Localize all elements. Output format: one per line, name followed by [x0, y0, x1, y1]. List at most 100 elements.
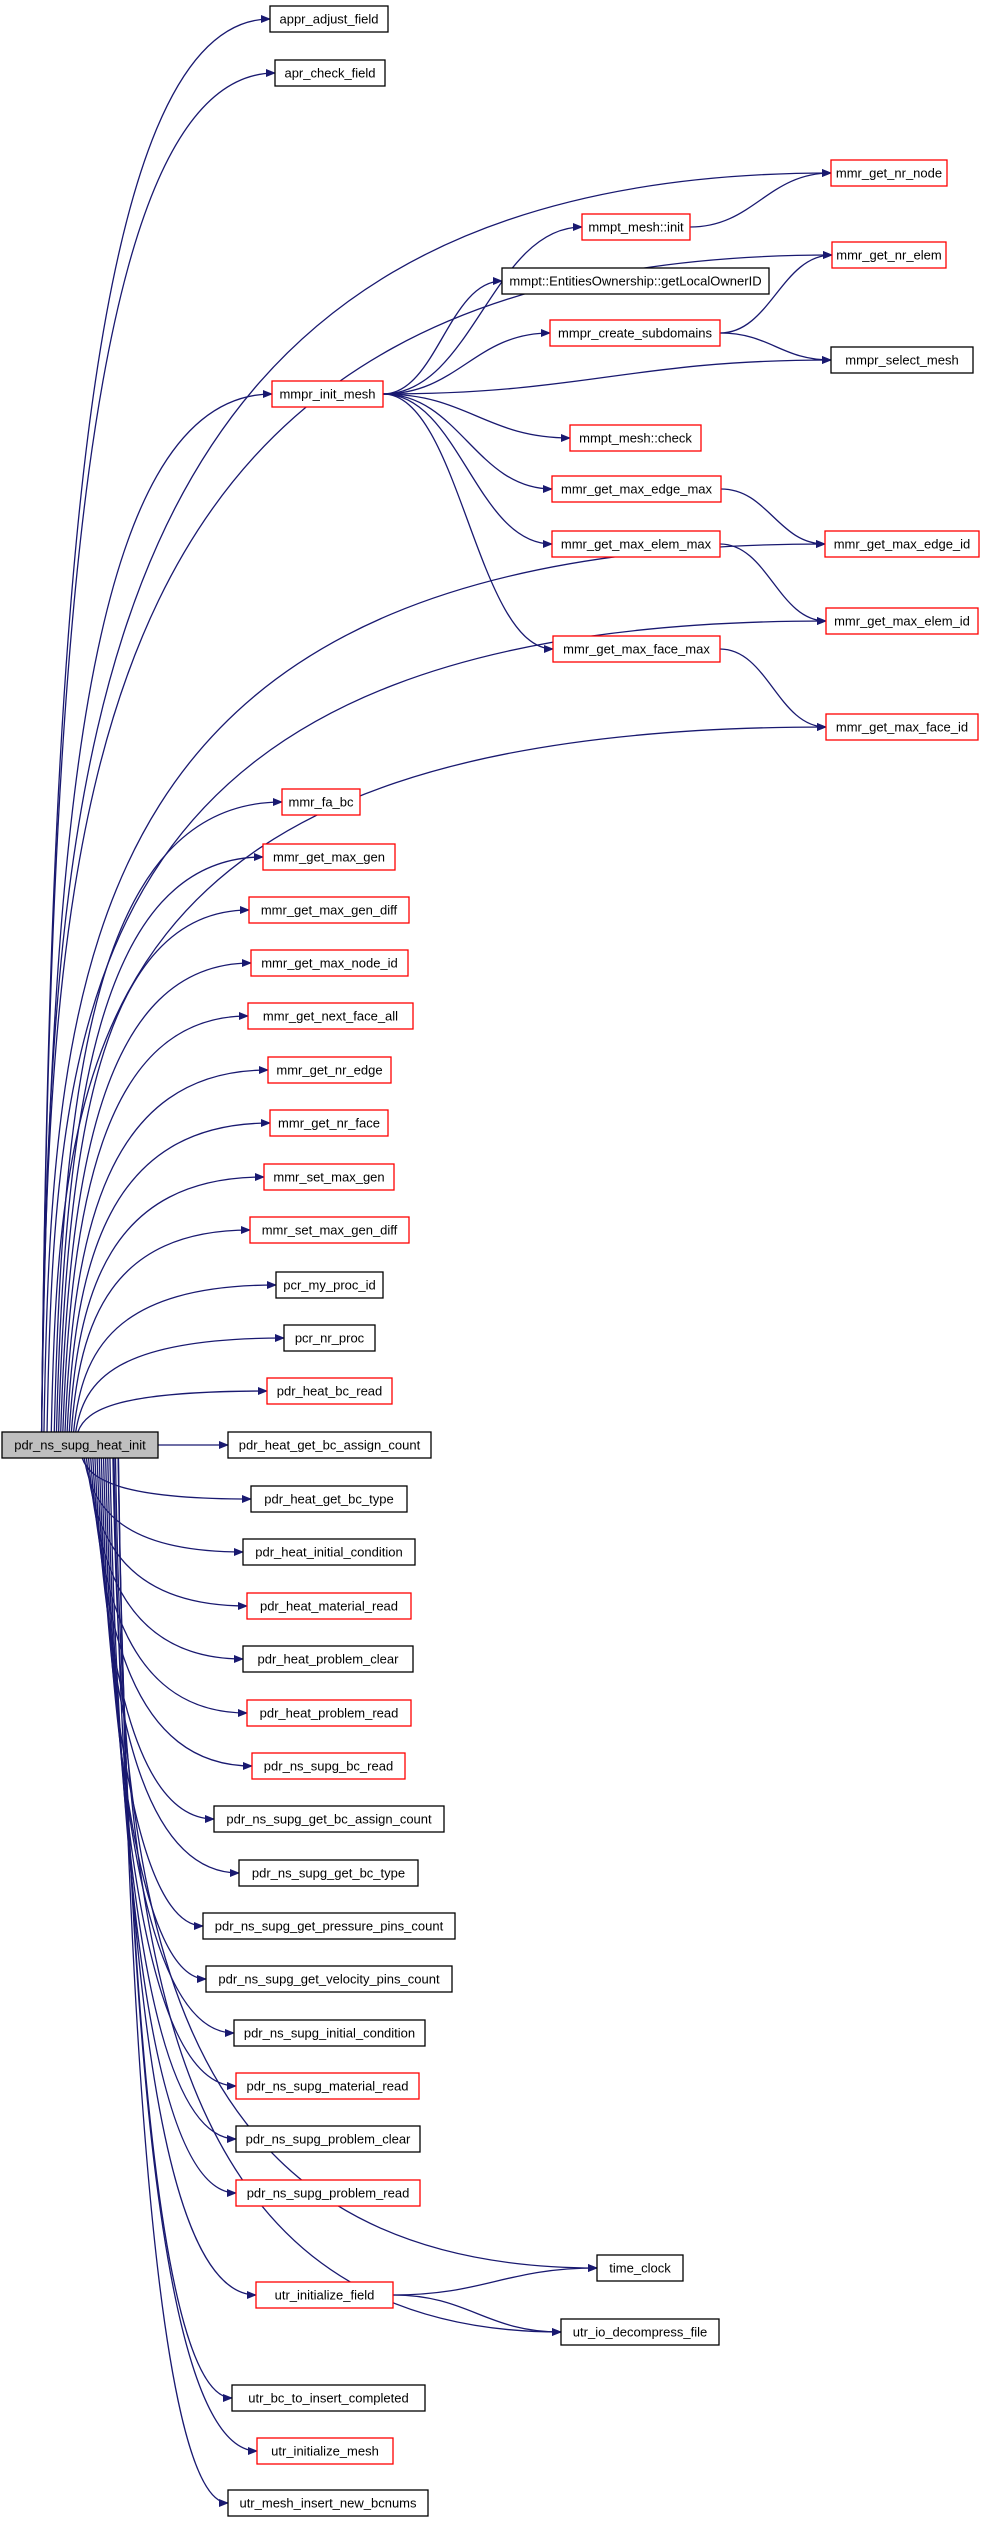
- node-box[interactable]: [1, 1431, 159, 1459]
- node-box[interactable]: [255, 2281, 394, 2309]
- node-utr-mesh-insert-new-bcnums[interactable]: utr_mesh_insert_new_bcnums: [227, 2489, 429, 2517]
- node-mmr-get-max-face-id[interactable]: mmr_get_max_face_id: [825, 713, 979, 741]
- node-box[interactable]: [251, 1752, 406, 1780]
- node-mmr-get-nr-elem[interactable]: mmr_get_nr_elem: [831, 241, 947, 269]
- node-mmr-get-nr-face[interactable]: mmr_get_nr_face: [269, 1109, 389, 1137]
- node-pdr-ns-supg-problem-read[interactable]: pdr_ns_supg_problem_read: [235, 2179, 421, 2207]
- node-box[interactable]: [569, 424, 702, 452]
- node-box[interactable]: [267, 1056, 392, 1084]
- node-pdr-ns-supg-material-read[interactable]: pdr_ns_supg_material_read: [235, 2072, 420, 2100]
- node-pdr-ns-supg-initial-condition[interactable]: pdr_ns_supg_initial_condition: [233, 2019, 426, 2047]
- node-box[interactable]: [581, 213, 691, 241]
- node-entities-ownership[interactable]: mmpt::EntitiesOwnership::getLocalOwnerID: [501, 267, 770, 295]
- node-mmr-get-max-gen-diff[interactable]: mmr_get_max_gen_diff: [248, 896, 410, 924]
- node-box[interactable]: [227, 2489, 429, 2517]
- node-pdr-ns-supg-get-bc-type[interactable]: pdr_ns_supg_get_bc_type: [238, 1859, 419, 1887]
- node-box[interactable]: [275, 1271, 384, 1299]
- node-box[interactable]: [249, 1216, 410, 1244]
- node-box[interactable]: [551, 475, 722, 503]
- node-box[interactable]: [551, 530, 721, 558]
- node-mmr-get-max-face-max[interactable]: mmr_get_max_face_max: [552, 635, 721, 663]
- node-box[interactable]: [235, 2179, 421, 2207]
- node-box[interactable]: [501, 267, 770, 295]
- node-mmpt-mesh-check[interactable]: mmpt_mesh::check: [569, 424, 702, 452]
- node-box[interactable]: [831, 241, 947, 269]
- node-box[interactable]: [830, 159, 948, 187]
- node-box[interactable]: [242, 1538, 416, 1566]
- node-box[interactable]: [825, 607, 979, 635]
- node-box[interactable]: [235, 2125, 421, 2153]
- node-box[interactable]: [231, 2384, 426, 2412]
- node-box[interactable]: [266, 1377, 393, 1405]
- node-root[interactable]: pdr_ns_supg_heat_init: [1, 1431, 159, 1459]
- node-box[interactable]: [248, 896, 410, 924]
- node-mmpr-select-mesh[interactable]: mmpr_select_mesh: [830, 346, 974, 374]
- node-pdr-heat-bc-read[interactable]: pdr_heat_bc_read: [266, 1377, 393, 1405]
- node-box[interactable]: [824, 530, 980, 558]
- node-box[interactable]: [825, 713, 979, 741]
- node-mmpr-init-mesh[interactable]: mmpr_init_mesh: [271, 380, 384, 408]
- node-pdr-heat-problem-clear[interactable]: pdr_heat_problem_clear: [242, 1645, 414, 1673]
- node-mmr-get-max-gen[interactable]: mmr_get_max_gen: [262, 843, 396, 871]
- node-box[interactable]: [830, 346, 974, 374]
- node-box[interactable]: [549, 319, 721, 347]
- node-box[interactable]: [281, 788, 361, 816]
- node-box[interactable]: [202, 1912, 456, 1940]
- node-pdr-ns-supg-bc-read[interactable]: pdr_ns_supg_bc_read: [251, 1752, 406, 1780]
- node-box[interactable]: [560, 2318, 720, 2346]
- node-mmr-set-max-gen-diff[interactable]: mmr_set_max_gen_diff: [249, 1216, 410, 1244]
- node-pcr-my-proc-id[interactable]: pcr_my_proc_id: [275, 1271, 384, 1299]
- node-pdr-ns-supg-get-pressure-pins-count[interactable]: pdr_ns_supg_get_pressure_pins_count: [202, 1912, 456, 1940]
- node-pcr-nr-proc[interactable]: pcr_nr_proc: [283, 1324, 376, 1352]
- node-utr-initialize-field[interactable]: utr_initialize_field: [255, 2281, 394, 2309]
- node-box[interactable]: [233, 2019, 426, 2047]
- node-box[interactable]: [238, 1859, 419, 1887]
- node-pdr-heat-problem-read[interactable]: pdr_heat_problem_read: [246, 1699, 412, 1727]
- node-box[interactable]: [269, 1109, 389, 1137]
- node-box[interactable]: [246, 1699, 412, 1727]
- node-mmr-get-next-face-all[interactable]: mmr_get_next_face_all: [247, 1002, 414, 1030]
- node-mmr-get-max-edge-max[interactable]: mmr_get_max_edge_max: [551, 475, 722, 503]
- node-pdr-heat-get-bc-assign-count[interactable]: pdr_heat_get_bc_assign_count: [227, 1431, 432, 1459]
- node-utr-io-decompress-file[interactable]: utr_io_decompress_file: [560, 2318, 720, 2346]
- node-mmr-get-max-node-id[interactable]: mmr_get_max_node_id: [250, 949, 409, 977]
- node-box[interactable]: [283, 1324, 376, 1352]
- node-mmpt-mesh-init[interactable]: mmpt_mesh::init: [581, 213, 691, 241]
- node-box[interactable]: [269, 5, 389, 33]
- node-pdr-heat-material-read[interactable]: pdr_heat_material_read: [246, 1592, 412, 1620]
- node-box[interactable]: [256, 2437, 394, 2465]
- node-mmr-get-max-elem-max[interactable]: mmr_get_max_elem_max: [551, 530, 721, 558]
- node-box[interactable]: [247, 1002, 414, 1030]
- node-utr-initialize-mesh[interactable]: utr_initialize_mesh: [256, 2437, 394, 2465]
- node-mmr-get-nr-edge[interactable]: mmr_get_nr_edge: [267, 1056, 392, 1084]
- node-box[interactable]: [271, 380, 384, 408]
- node-box[interactable]: [227, 1431, 432, 1459]
- node-box[interactable]: [596, 2254, 684, 2282]
- node-box[interactable]: [250, 1485, 408, 1513]
- node-box[interactable]: [205, 1965, 453, 1993]
- node-pdr-ns-supg-problem-clear[interactable]: pdr_ns_supg_problem_clear: [235, 2125, 421, 2153]
- node-appr-adjust-field[interactable]: appr_adjust_field: [269, 5, 389, 33]
- node-box[interactable]: [263, 1163, 395, 1191]
- node-mmr-fa-bc[interactable]: mmr_fa_bc: [281, 788, 361, 816]
- node-mmr-get-nr-node[interactable]: mmr_get_nr_node: [830, 159, 948, 187]
- node-pdr-heat-get-bc-type[interactable]: pdr_heat_get_bc_type: [250, 1485, 408, 1513]
- node-mmpr-create-subdomains[interactable]: mmpr_create_subdomains: [549, 319, 721, 347]
- node-mmr-get-max-edge-id[interactable]: mmr_get_max_edge_id: [824, 530, 980, 558]
- node-time-clock[interactable]: time_clock: [596, 2254, 684, 2282]
- node-box[interactable]: [262, 843, 396, 871]
- node-box[interactable]: [250, 949, 409, 977]
- node-box[interactable]: [213, 1805, 445, 1833]
- node-apr-check-field[interactable]: apr_check_field: [274, 59, 386, 87]
- node-box[interactable]: [274, 59, 386, 87]
- node-box[interactable]: [552, 635, 721, 663]
- node-pdr-ns-supg-get-velocity-pins-count[interactable]: pdr_ns_supg_get_velocity_pins_count: [205, 1965, 453, 1993]
- node-pdr-ns-supg-get-bc-assign-count[interactable]: pdr_ns_supg_get_bc_assign_count: [213, 1805, 445, 1833]
- node-box[interactable]: [235, 2072, 420, 2100]
- node-box[interactable]: [246, 1592, 412, 1620]
- node-pdr-heat-initial-condition[interactable]: pdr_heat_initial_condition: [242, 1538, 416, 1566]
- node-box[interactable]: [242, 1645, 414, 1673]
- node-mmr-get-max-elem-id[interactable]: mmr_get_max_elem_id: [825, 607, 979, 635]
- node-mmr-set-max-gen[interactable]: mmr_set_max_gen: [263, 1163, 395, 1191]
- node-utr-bc-to-insert-completed[interactable]: utr_bc_to_insert_completed: [231, 2384, 426, 2412]
